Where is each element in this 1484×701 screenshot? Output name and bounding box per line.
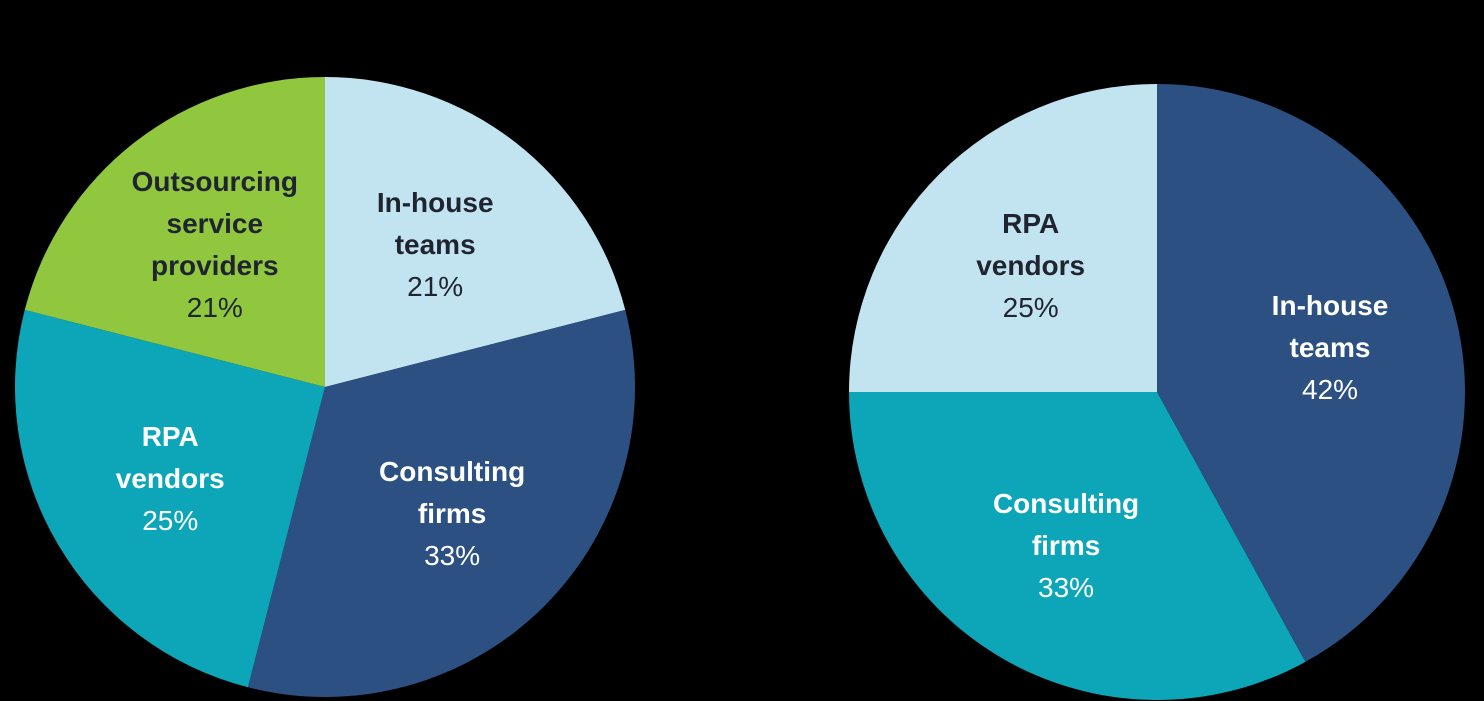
pie2-slice-in-house-teams bbox=[1157, 84, 1465, 662]
pie1-slice-in-house-teams bbox=[325, 77, 626, 387]
pie2-slice-consulting-firms bbox=[849, 392, 1306, 700]
pie2-slice-rpa-vendors bbox=[849, 84, 1157, 392]
pie1-slice-consulting-firms bbox=[247, 309, 635, 697]
pie1-slice-outsourcing-service-providers bbox=[24, 77, 326, 387]
pie1-slice-rpa-vendors bbox=[15, 309, 325, 688]
